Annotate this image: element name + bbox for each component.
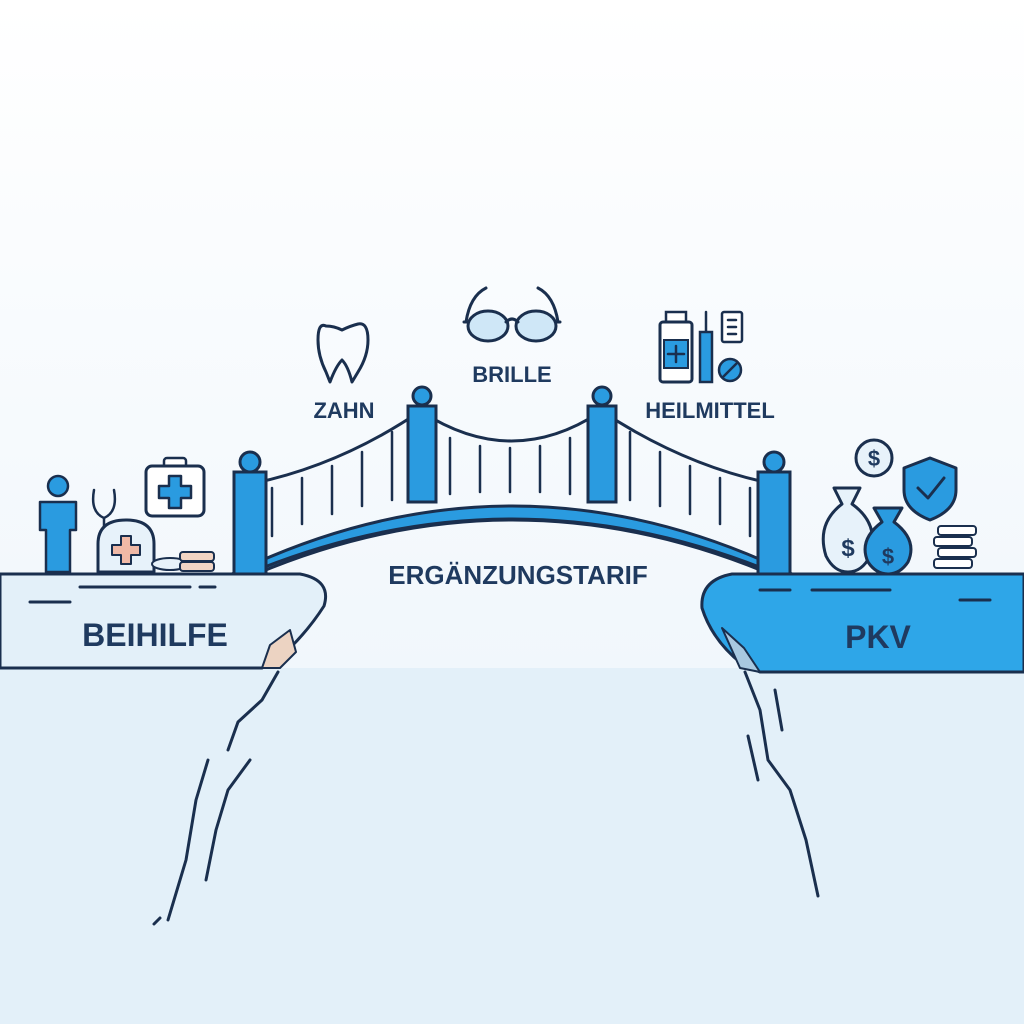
coin-stack-icon (933, 525, 977, 569)
left-cliff: BEIHILFE (0, 572, 327, 670)
pkv-label: PKV (845, 619, 911, 655)
medical-cross-badge-icon (96, 518, 156, 574)
right-cliff: PKV (700, 572, 1024, 674)
coin-stack-icon (151, 551, 215, 572)
dollar-symbol: $ (868, 446, 880, 471)
bridge: ERGÄNZUNGSTARIF (230, 385, 794, 590)
medicine-icon (658, 310, 744, 384)
dollar-coin-icon: $ (854, 438, 894, 478)
money-bag-icon: $ (821, 486, 875, 574)
bridge-towers (232, 385, 792, 576)
shield-check-icon (902, 456, 958, 522)
money-bag-icon: $ (863, 506, 913, 576)
dollar-symbol: $ (841, 535, 855, 562)
zahn-label: ZAHN (313, 398, 374, 423)
heilmittel-label: HEILMITTEL (645, 398, 775, 423)
tooth-icon (316, 322, 370, 384)
first-aid-kit-icon (144, 456, 206, 518)
beihilfe-label: BEIHILFE (82, 617, 228, 653)
dollar-symbol: $ (882, 544, 894, 569)
chasm-water (0, 668, 1024, 1024)
person-icon (38, 474, 78, 574)
ergaenzungstarif-label: ERGÄNZUNGSTARIF (388, 560, 648, 590)
glasses-icon (462, 286, 562, 343)
chasm-crack-lines (152, 670, 820, 926)
brille-label: BRILLE (472, 362, 551, 387)
